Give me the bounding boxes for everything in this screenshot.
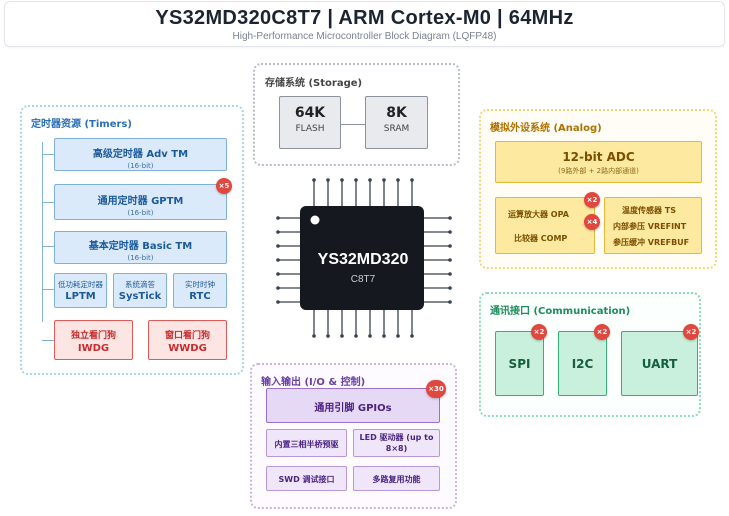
swd-block: SWD 调试接口 [266, 466, 347, 491]
lptm-label: 低功耗定时器 [58, 280, 103, 289]
chip-body [300, 206, 424, 310]
storage-connector [340, 124, 365, 125]
mux-label: 多路复用功能 [372, 475, 421, 484]
basic-timer-label: 基本定时器 Basic TM [88, 241, 193, 252]
gpio-count-badge: ×30 [426, 380, 446, 398]
comp-count-badge: ×4 [584, 214, 600, 230]
timers-tree-line [42, 142, 43, 322]
page-subtitle: High-Performance Microcontroller Block D… [232, 31, 497, 42]
tree-branch [42, 154, 54, 155]
i2c-block: I2C [558, 331, 607, 396]
lptm-block: 低功耗定时器 LPTM [54, 273, 107, 308]
flash-size: 64K [294, 105, 326, 121]
analog-title: 模拟外设系统 (Analog) [490, 123, 602, 134]
systick-block: 系统滴答 SysTick [113, 273, 167, 308]
storage-title: 存储系统 (Storage) [265, 78, 363, 89]
sram-size: 8K [386, 105, 407, 121]
adc-desc: (9路外部 + 2路内部通道) [558, 167, 639, 175]
ref-sensor-block [604, 197, 702, 254]
mux-block: 多路复用功能 [353, 466, 440, 491]
vrefint-label: 内部参压 VREFINT [613, 222, 687, 231]
gptm-bits: (16-bit) [127, 209, 154, 217]
gptm-label: 通用定时器 GPTM [97, 196, 184, 207]
led-driver-label: LED 驱动器 (up to 8×8) [359, 433, 434, 453]
gpio-block: 通用引脚 GPIOs [266, 388, 440, 423]
chip-variant: C8T7 [351, 274, 376, 285]
rtc-block: 实时时钟 RTC [173, 273, 227, 308]
opa-comp-block [495, 197, 595, 254]
uart-block: UART [621, 331, 698, 396]
flash-block: 64K FLASH [279, 96, 341, 149]
i2c-label: I2C [571, 357, 594, 371]
tree-branch [42, 289, 54, 290]
wwdg-label: 窗口看门狗 [164, 331, 210, 341]
i2c-count-badge: ×2 [594, 324, 610, 340]
timers-title: 定时器资源 (Timers) [31, 119, 132, 130]
tree-branch [42, 246, 54, 247]
comp-label: 比较器 COMP [514, 234, 568, 243]
predriver-block: 内置三相半桥预驱 [266, 429, 347, 457]
adc-block: 12-bit ADC (9路外部 + 2路内部通道) [495, 141, 702, 183]
chip-name: YS32MD320 [318, 251, 409, 268]
uart-label: UART [641, 357, 678, 371]
iwdg-name: IWDG [77, 343, 110, 354]
basic-timer-block: 基本定时器 Basic TM (16-bit) [54, 231, 227, 264]
spi-count-badge: ×2 [531, 324, 547, 340]
adv-timer-block: 高级定时器 Adv TM (16-bit) [54, 138, 227, 171]
timers-group: 定时器资源 (Timers) [20, 105, 244, 375]
led-driver-block: LED 驱动器 (up to 8×8) [353, 429, 440, 457]
page-title: YS32MD320C8T7 | ARM Cortex-M0 | 64MHz [155, 7, 574, 29]
rtc-name: RTC [189, 291, 211, 302]
lptm-name: LPTM [65, 291, 96, 302]
adc-label: 12-bit ADC [562, 150, 635, 164]
storage-group: 存储系统 (Storage) [253, 63, 460, 166]
spi-block: SPI [495, 331, 544, 396]
sram-label: SRAM [383, 124, 410, 134]
chip-pins [278, 180, 450, 336]
ts-label: 温度传感器 TS [622, 206, 677, 215]
adv-timer-bits: (16-bit) [127, 162, 154, 170]
mcu-chip: YS32MD320 C8T7 [276, 178, 452, 338]
adv-timer-label: 高级定时器 Adv TM [92, 149, 189, 160]
flash-label: FLASH [295, 124, 325, 134]
iwdg-block: 独立看门狗 IWDG [54, 320, 133, 360]
iwdg-label: 独立看门狗 [70, 331, 116, 341]
gptm-block: 通用定时器 GPTM (16-bit) [54, 184, 227, 220]
pin1-marker [310, 215, 320, 225]
uart-count-badge: ×2 [683, 324, 699, 340]
wwdg-block: 窗口看门狗 WWDG [148, 320, 227, 360]
systick-label: 系统滴答 [125, 280, 155, 289]
rtc-label: 实时时钟 [185, 280, 215, 289]
comm-title: 通讯接口 (Communication) [490, 306, 631, 317]
opa-count-badge: ×2 [584, 192, 600, 208]
gptm-count-badge: ×5 [216, 178, 232, 194]
sram-block: 8K SRAM [365, 96, 428, 149]
wwdg-name: WWDG [168, 343, 207, 354]
spi-label: SPI [508, 357, 531, 371]
header: YS32MD320C8T7 | ARM Cortex-M0 | 64MHz Hi… [4, 1, 725, 47]
vrefbuf-label: 参压缓冲 VREFBUF [613, 238, 690, 247]
tree-branch [42, 340, 54, 341]
opa-label: 运算放大器 OPA [508, 210, 569, 219]
io-title: 输入输出 (I/O & 控制) [261, 377, 366, 388]
predriver-label: 内置三相半桥预驱 [274, 440, 339, 449]
systick-name: SysTick [118, 291, 162, 302]
gpio-label: 通用引脚 GPIOs [314, 403, 392, 414]
tree-branch [42, 202, 54, 203]
swd-label: SWD 调试接口 [278, 475, 335, 484]
basic-timer-bits: (16-bit) [127, 254, 154, 262]
